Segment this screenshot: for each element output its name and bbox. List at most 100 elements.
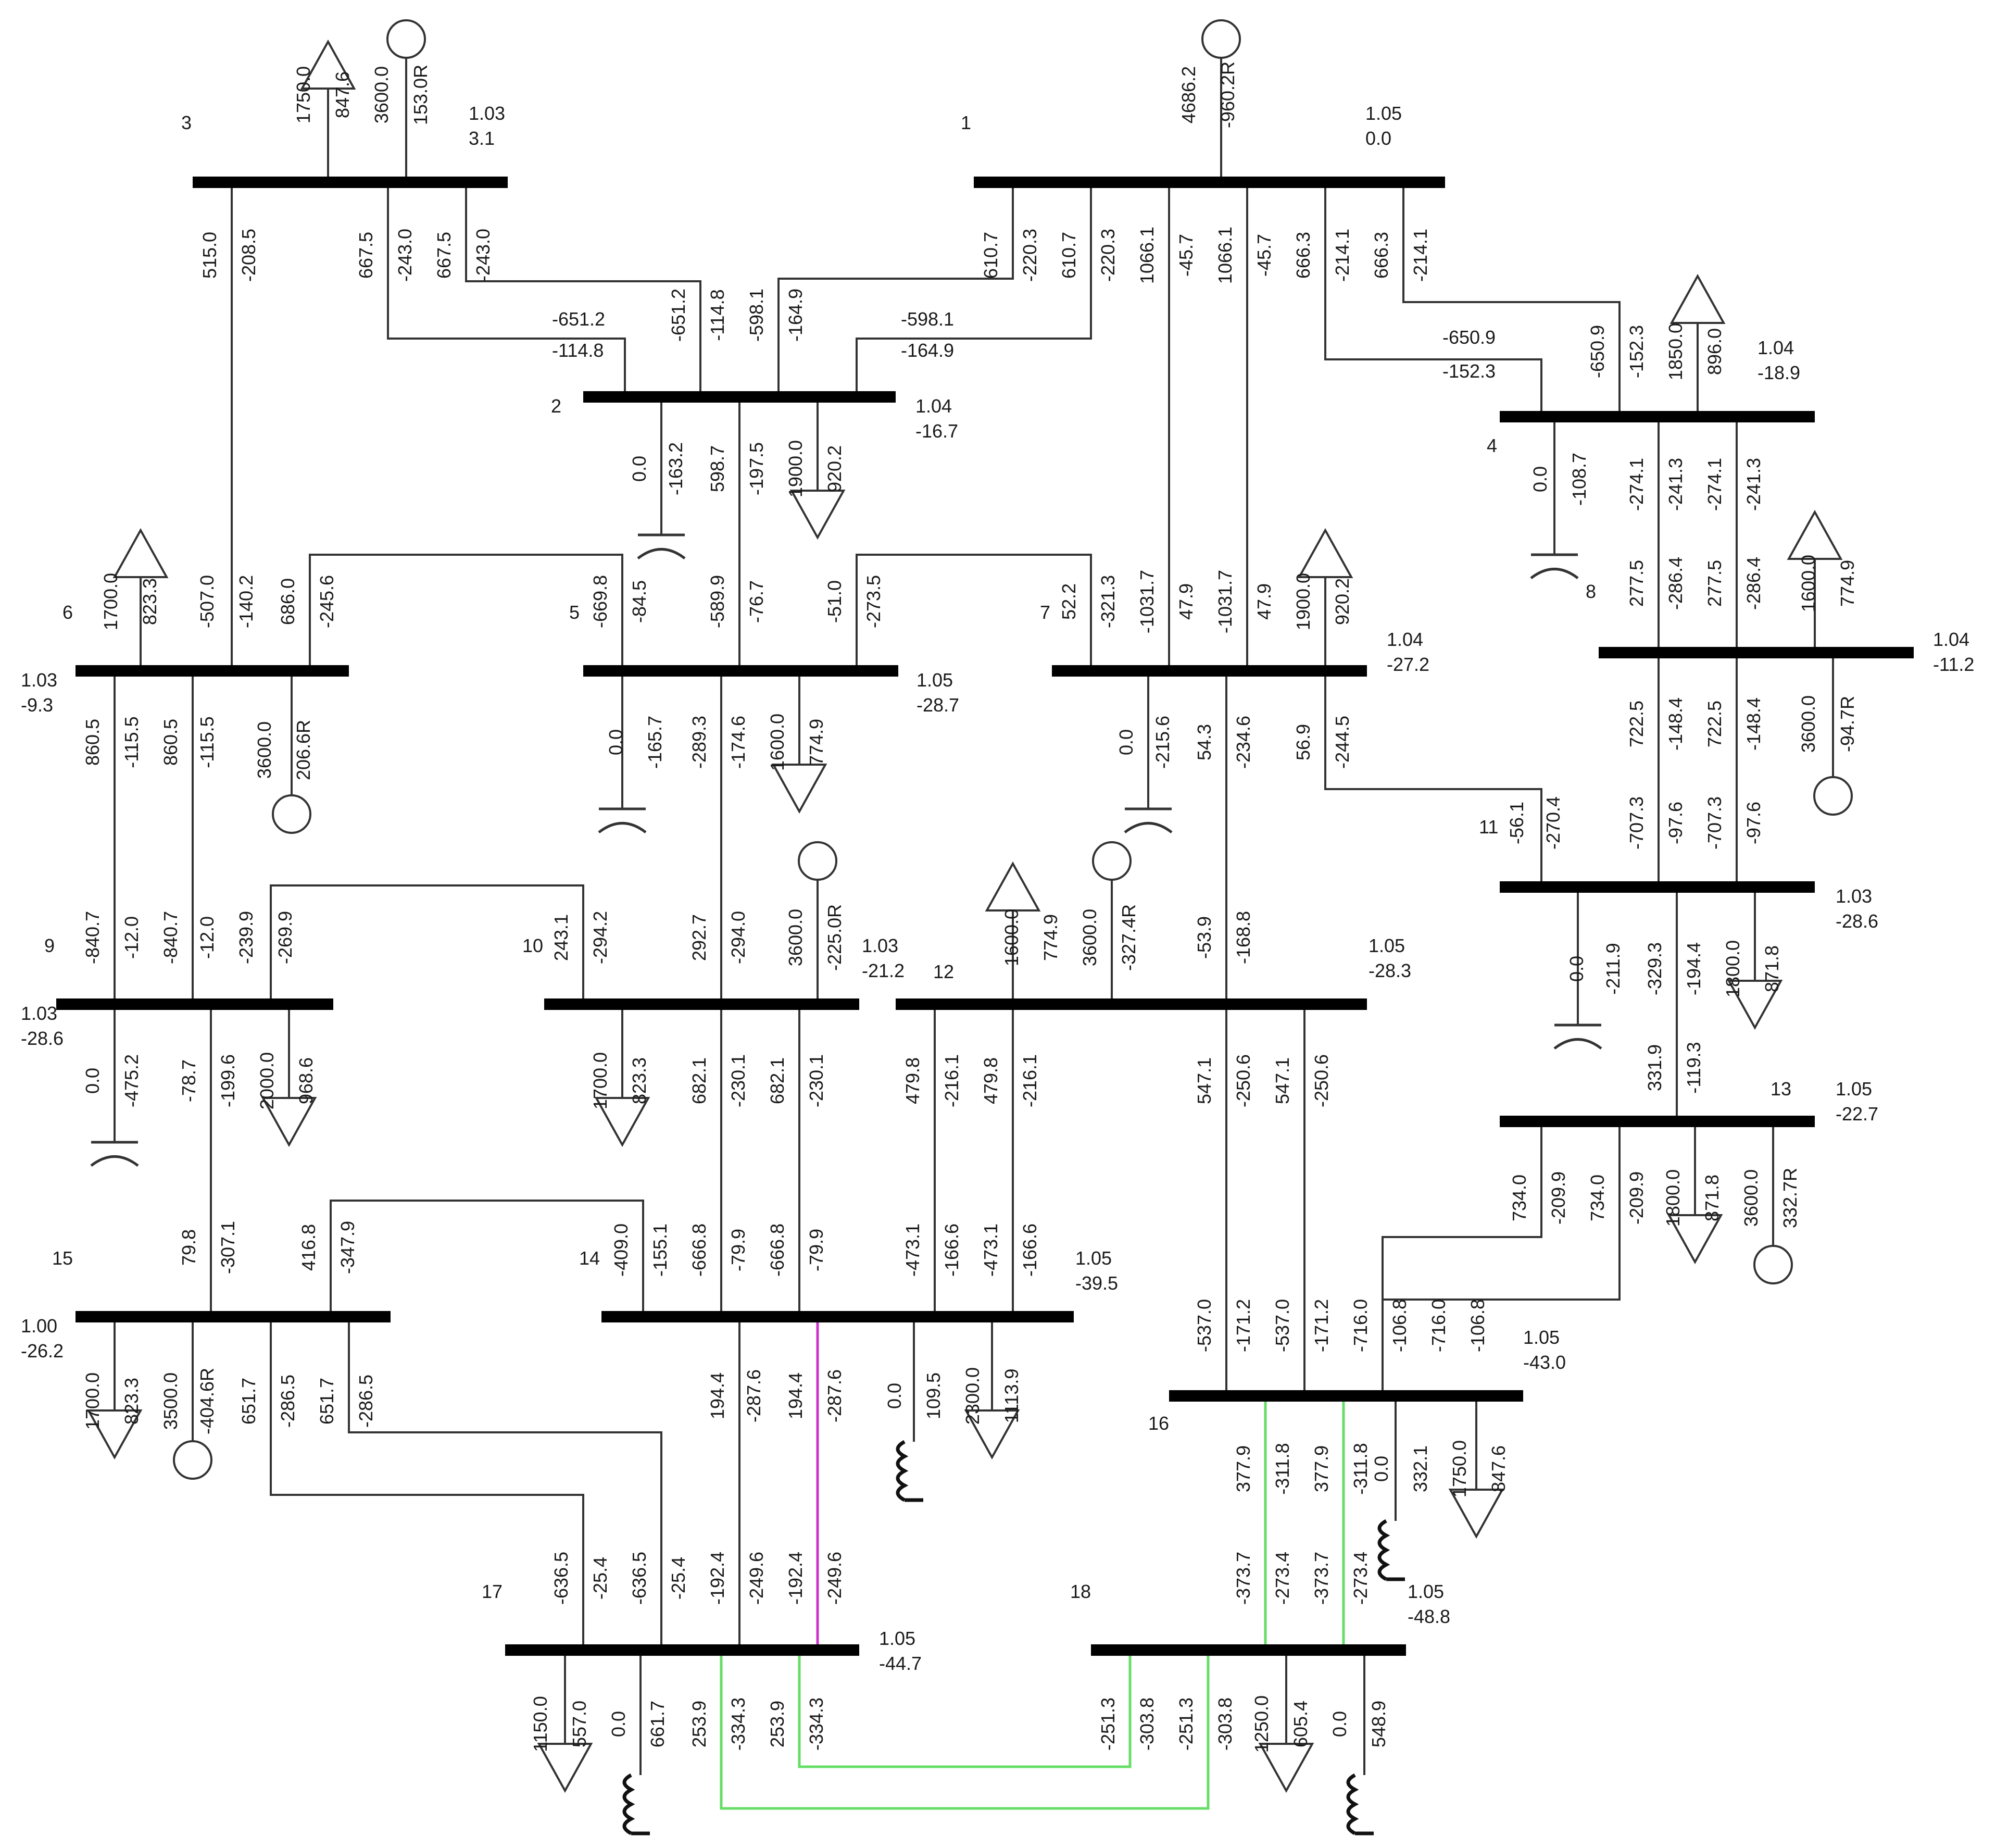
flow-label-4-8: -274.1 [1626, 458, 1647, 511]
branch-line-15 [856, 554, 1092, 671]
flow-label-1-12: 666.3 [1371, 232, 1392, 279]
flow-label-3-3: 153.0R [410, 65, 431, 125]
bus-angle-9: -28.6 [21, 1028, 64, 1049]
bus-angle-5: -28.7 [917, 694, 959, 716]
generator-icon [1092, 841, 1132, 881]
flow-label-17-3: -25.4 [668, 1557, 689, 1600]
bus-bar-4 [1500, 411, 1815, 422]
flow-label-4-4: 1850.0 [1665, 323, 1686, 380]
flow-label-18-3: -273.4 [1350, 1552, 1371, 1605]
flow-label-18-9: 605.4 [1290, 1701, 1311, 1747]
bus-voltage-6: 1.03 [21, 669, 57, 691]
flow-label-12-2: 3600.0 [1079, 909, 1100, 966]
bus-voltage-5: 1.05 [917, 669, 953, 691]
flow-label-14-17: 1113.9 [1001, 1369, 1022, 1424]
flow-label-7-8: 0.0 [1115, 729, 1137, 755]
branch-line-21 [270, 884, 584, 1004]
highlight-branch-green-3 [798, 1650, 1132, 1768]
flow-label-5-6: 0.0 [605, 729, 626, 755]
bus-voltage-12: 1.05 [1369, 935, 1405, 956]
flow-label-11-9: -194.4 [1683, 942, 1704, 995]
flow-label-3-8: 667.5 [433, 232, 455, 279]
flow-label-15-1: -307.1 [217, 1221, 238, 1274]
flow-label-8-6: 722.5 [1626, 701, 1647, 747]
flow-label-11-5: -97.6 [1743, 802, 1764, 844]
bus-angle-6: -9.3 [21, 694, 53, 716]
flow-label-8-1: -286.4 [1665, 557, 1686, 610]
branch-line-7 [1324, 182, 1542, 417]
bus-bar-10 [544, 998, 859, 1010]
bus-voltage-13: 1.05 [1836, 1078, 1872, 1100]
flow-label-13-3: -209.9 [1548, 1171, 1569, 1225]
flow-label-5-5: -273.5 [863, 575, 884, 628]
generator-icon [1813, 776, 1853, 816]
flow-label-1-6: 1066.1 [1136, 227, 1158, 284]
bus-number-15: 15 [52, 1247, 73, 1269]
flow-label-15-9: -286.5 [277, 1375, 298, 1428]
flow-label-12-4: -53.9 [1194, 916, 1215, 959]
flow-label-9-11: 968.6 [295, 1057, 317, 1104]
flow-label-5-4: -51.0 [824, 580, 845, 623]
bus-bar-18 [1091, 1644, 1406, 1656]
flow-label-15-6: 3500.0 [160, 1372, 181, 1430]
bus-number-5: 5 [569, 602, 580, 623]
flow-label-11-10: 1800.0 [1722, 940, 1743, 997]
flow-label-17-2: -636.5 [629, 1552, 650, 1605]
bus-number-7: 7 [1040, 602, 1050, 623]
bus-voltage-3: 1.03 [469, 103, 505, 124]
flow-label-3-9: -243.0 [472, 229, 494, 282]
flow-label-13-4: 734.0 [1587, 1175, 1608, 1221]
flow-label-9-6: 0.0 [82, 1068, 103, 1094]
flow-label-7-7: 920.2 [1332, 578, 1353, 625]
bus-angle-12: -28.3 [1369, 960, 1411, 981]
flow-label-4-11: -241.3 [1743, 458, 1764, 511]
capacitor-icon [90, 1155, 139, 1167]
bus-angle-16: -43.0 [1523, 1352, 1566, 1373]
bus-bar-15 [76, 1311, 391, 1322]
bus-angle-8: -11.2 [1933, 654, 1974, 675]
flow-label-14-11: -287.6 [743, 1369, 764, 1422]
load-arrow-icon [985, 861, 1041, 911]
bus-number-14: 14 [579, 1247, 600, 1269]
flow-label-13-5: -209.9 [1626, 1171, 1647, 1225]
bus-number-16: 16 [1148, 1413, 1169, 1434]
flow-label-8-11: -94.7R [1837, 696, 1858, 752]
flow-label-4-9: -241.3 [1665, 458, 1686, 511]
flow-label-17-10: 0.0 [608, 1711, 629, 1737]
flow-label-4-10: -274.1 [1704, 458, 1725, 511]
bus-angle-17: -44.7 [879, 1653, 922, 1674]
flow-label-14-13: -287.6 [824, 1369, 845, 1422]
bus-bar-3 [193, 177, 508, 188]
load-arrow-icon [1258, 1743, 1314, 1793]
load-arrow-icon [789, 490, 846, 540]
branch-line-3 [777, 182, 1014, 397]
flow-label-11-4: -707.3 [1704, 796, 1725, 850]
flow-label-2-8: 0.0 [629, 456, 650, 482]
flow-label-6-0: 1700.0 [100, 573, 121, 630]
flow-label-1-3: -220.3 [1019, 229, 1040, 282]
flow-label-13-6: 1800.0 [1662, 1169, 1684, 1227]
flow-label-7-0: 52.2 [1058, 583, 1079, 620]
branch-line-31 [1382, 1121, 1621, 1396]
flow-label-15-8: 651.7 [238, 1378, 259, 1425]
bus-bar-17 [505, 1644, 859, 1656]
bus-voltage-8: 1.04 [1933, 629, 1969, 650]
flow-label-10-9: -230.1 [727, 1054, 749, 1107]
flow-label-10-5: -225.0R [824, 904, 845, 971]
flow-label-15-5: 823.3 [121, 1378, 142, 1425]
bus-bar-13 [1500, 1116, 1815, 1127]
bus-angle-10: -21.2 [862, 960, 905, 981]
flow-label-18-11: 548.9 [1368, 1701, 1389, 1747]
reactor-coil-icon [896, 1440, 923, 1502]
flow-label-17-9: 557.0 [569, 1701, 590, 1747]
flow-label-15-2: 416.8 [298, 1224, 319, 1271]
flow-label-16-15: 847.6 [1488, 1445, 1509, 1492]
flow-label-12-9: -216.1 [1019, 1054, 1040, 1107]
flow-label-9-4: -239.9 [235, 911, 257, 964]
flow-label-16-8: 377.9 [1233, 1445, 1254, 1492]
reactor-coil-icon [1377, 1519, 1405, 1581]
flow-label-1-7: -45.7 [1175, 234, 1197, 277]
flow-label-12-0: 1600.0 [1001, 909, 1022, 966]
bus-number-9: 9 [44, 935, 55, 956]
